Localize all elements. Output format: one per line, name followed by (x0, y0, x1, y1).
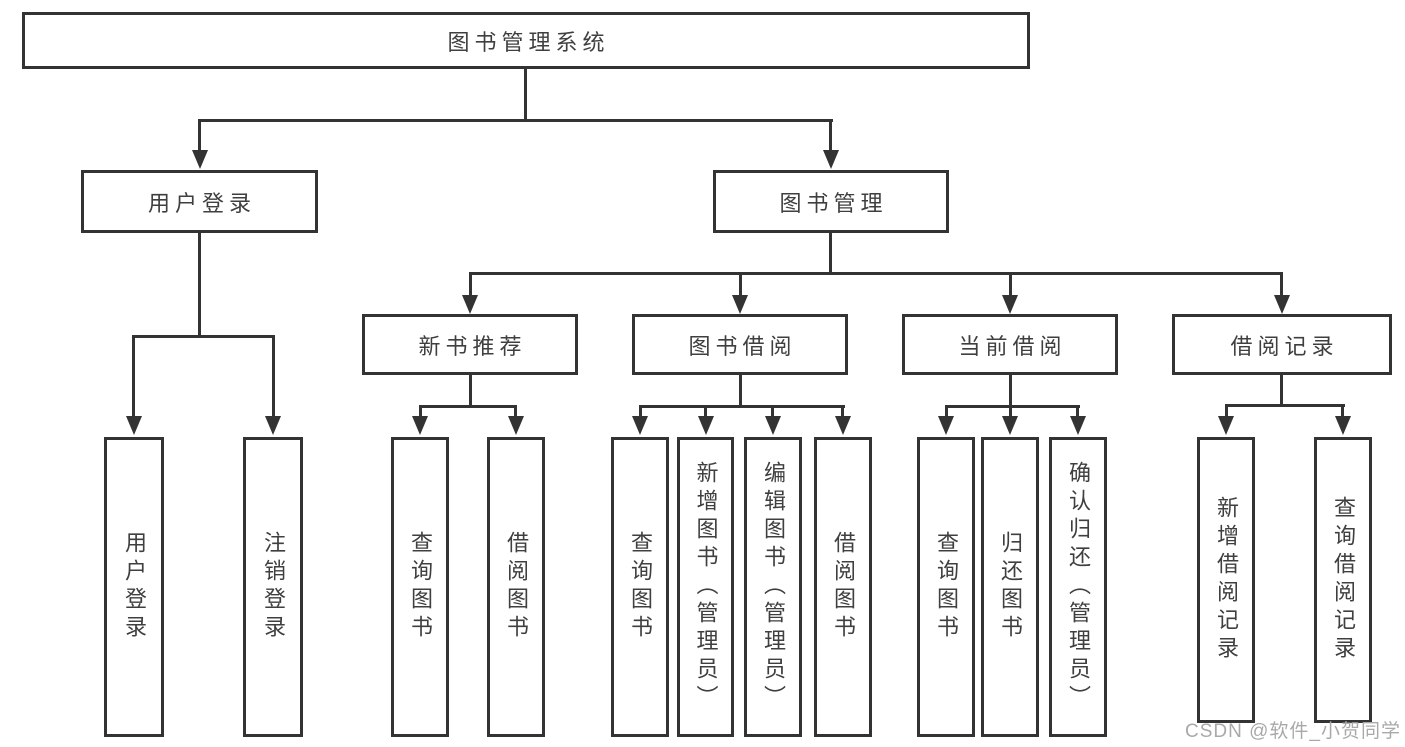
arrow-down-icon (732, 295, 748, 314)
node-book-borrowing-label: 图书借阅 (688, 333, 797, 359)
arrow-down-icon (698, 416, 714, 435)
leaf-query-books-3-label: 查询图书 (934, 531, 959, 643)
leaf-query-books-1-label: 查询图书 (408, 531, 433, 643)
arrow-down-icon (835, 416, 851, 435)
connector-drop-borrow-records (1280, 272, 1283, 297)
node-root-label: 图书管理系统 (447, 29, 610, 55)
node-current-borrowing: 当前借阅 (902, 314, 1118, 375)
connector-drop (1341, 404, 1344, 418)
node-user-login-label: 用户登录 (147, 190, 256, 216)
leaf-return-books: 归还图书 (981, 437, 1039, 737)
node-new-book-recommend: 新书推荐 (362, 314, 578, 375)
connector-drop-login-leaf (132, 335, 135, 417)
arrow-down-icon (192, 150, 208, 169)
leaf-add-book-admin: 新增图书（管理员） (677, 437, 734, 737)
arrow-down-icon (765, 416, 781, 435)
node-user-login: 用户登录 (81, 170, 318, 233)
connector-drop (419, 405, 422, 418)
leaf-query-books-1: 查询图书 (391, 437, 449, 737)
leaf-borrow-books-2-label: 借阅图书 (831, 531, 856, 643)
connector-current-borrow-stub (1009, 375, 1012, 407)
node-root: 图书管理系统 (22, 12, 1030, 69)
connector-user-login-stub (198, 233, 201, 337)
connector-new-books-stub (469, 375, 472, 407)
leaf-user-login: 用户登录 (104, 437, 164, 737)
connector-drop (841, 405, 844, 418)
connector-user-login-bar (132, 335, 275, 338)
leaf-return-books-label: 归还图书 (998, 531, 1023, 643)
leaf-query-books-3: 查询图书 (917, 437, 975, 737)
arrow-down-icon (1218, 416, 1234, 435)
connector-drop (945, 405, 948, 418)
leaf-query-books-2-label: 查询图书 (628, 531, 653, 643)
arrow-down-icon (462, 295, 478, 314)
arrow-down-icon (632, 416, 648, 435)
arrow-down-icon (126, 416, 142, 435)
arrow-down-icon (1070, 416, 1086, 435)
connector-drop (1225, 404, 1228, 418)
connector-drop (1076, 405, 1079, 418)
connector-book-borrow-bar (639, 405, 845, 408)
node-book-management-label: 图书管理 (779, 190, 888, 216)
arrow-down-icon (1274, 295, 1290, 314)
arrow-down-icon (1002, 416, 1018, 435)
node-new-book-recommend-label: 新书推荐 (418, 333, 527, 359)
connector-drop (771, 405, 774, 418)
leaf-add-borrow-record-label: 新增借阅记录 (1214, 496, 1239, 664)
arrow-down-icon (265, 416, 281, 435)
leaf-logout: 注销登录 (243, 437, 303, 737)
connector-root-stub (524, 69, 527, 120)
arrow-down-icon (823, 150, 839, 169)
connector-drop (514, 405, 517, 418)
connector-drop (639, 405, 642, 418)
leaf-borrow-books-1: 借阅图书 (487, 437, 545, 737)
connector-drop-book-borrow (739, 272, 742, 297)
node-book-management: 图书管理 (713, 170, 949, 233)
arrow-down-icon (1002, 295, 1018, 314)
leaf-confirm-return-admin-label: 确认归还（管理员） (1066, 461, 1091, 713)
arrow-down-icon (412, 416, 428, 435)
leaf-edit-book-admin: 编辑图书（管理员） (744, 437, 802, 737)
connector-book-borrow-stub (739, 375, 742, 407)
leaf-add-borrow-record: 新增借阅记录 (1197, 437, 1255, 723)
connector-drop-current-borrow (1009, 272, 1012, 297)
node-current-borrowing-label: 当前借阅 (958, 333, 1067, 359)
connector-book-mgmt-bar (469, 272, 1283, 275)
leaf-query-borrow-record-label: 查询借阅记录 (1331, 496, 1356, 664)
leaf-edit-book-admin-label: 编辑图书（管理员） (761, 461, 786, 713)
connector-drop-book-mgmt (829, 119, 832, 152)
connector-book-mgmt-stub (829, 233, 832, 274)
connector-drop-logout-leaf (272, 335, 275, 417)
connector-drop-user-login (198, 119, 201, 152)
arrow-down-icon (508, 416, 524, 435)
leaf-user-login-label: 用户登录 (122, 531, 147, 643)
connector-root-bar (199, 119, 833, 122)
leaf-confirm-return-admin: 确认归还（管理员） (1049, 437, 1107, 737)
connector-new-books-bar (419, 405, 517, 408)
node-borrowing-records-label: 借阅记录 (1230, 333, 1339, 359)
leaf-query-books-2: 查询图书 (611, 437, 669, 737)
arrow-down-icon (1335, 416, 1351, 435)
connector-current-borrow-bar (945, 405, 1080, 408)
connector-drop (1009, 405, 1012, 418)
node-book-borrowing: 图书借阅 (632, 314, 848, 375)
csdn-watermark: CSDN @软件_小贺同学 (1185, 721, 1401, 742)
leaf-query-borrow-record: 查询借阅记录 (1314, 437, 1372, 723)
connector-drop (704, 405, 707, 418)
connector-drop-new-books (469, 272, 472, 297)
leaf-add-book-admin-label: 新增图书（管理员） (693, 461, 719, 713)
leaf-borrow-books-2: 借阅图书 (814, 437, 872, 737)
connector-borrow-records-bar (1225, 404, 1345, 407)
connector-borrow-records-stub (1280, 375, 1283, 406)
node-borrowing-records: 借阅记录 (1172, 314, 1392, 375)
arrow-down-icon (938, 416, 954, 435)
leaf-borrow-books-1-label: 借阅图书 (504, 531, 529, 643)
leaf-logout-label: 注销登录 (261, 531, 286, 643)
